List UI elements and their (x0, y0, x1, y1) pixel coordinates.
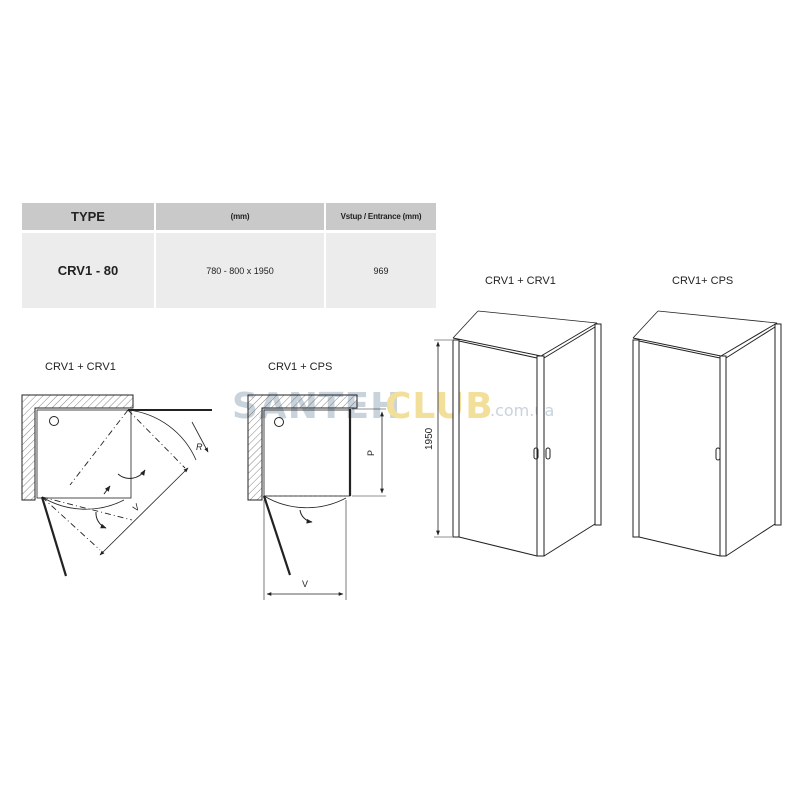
watermark-domain: .com.ua (490, 401, 554, 420)
table-header-row: TYPE (mm) Vstup / Entrance (mm) (22, 203, 436, 232)
wall-right (247, 394, 358, 501)
cell-entrance: 969 (325, 230, 436, 308)
plan-right-title: CRV1 + CPS (268, 361, 333, 373)
door-bottom-open (40, 496, 68, 577)
drain-icon-right (274, 417, 284, 427)
header-type: TYPE (22, 203, 156, 232)
shower-tray (36, 409, 132, 499)
view-right-title: CRV1+ CPS (672, 275, 734, 287)
label-v-left: V (130, 501, 142, 513)
view-left-drawing (434, 310, 602, 557)
view-right-drawing (632, 310, 782, 557)
drain-icon (49, 416, 59, 426)
height-label: 1950 (424, 427, 435, 450)
cell-dimensions: 780 - 800 x 1950 (155, 230, 326, 308)
swing-arc-top (127, 409, 197, 461)
plan-right-drawing (247, 394, 386, 600)
view-left-title: CRV1 + CRV1 (485, 275, 556, 287)
door-right-open (262, 495, 292, 576)
label-v-right: V (302, 579, 308, 589)
header-entrance: Vstup / Entrance (mm) (325, 203, 436, 232)
watermark-brand-b: CLUB (385, 386, 494, 427)
label-p: P (366, 450, 376, 456)
spec-table: TYPE (mm) Vstup / Entrance (mm) CRV1 - 8… (22, 203, 436, 308)
table-row: CRV1 - 80 780 - 800 x 1950 969 (22, 230, 436, 308)
cell-type: CRV1 - 80 (22, 230, 156, 308)
label-r: R (196, 442, 203, 452)
header-dimensions: (mm) (155, 203, 326, 232)
plan-left-title: CRV1 + CRV1 (45, 361, 116, 373)
wall-left (21, 394, 134, 501)
plan-left-drawing (21, 394, 212, 577)
